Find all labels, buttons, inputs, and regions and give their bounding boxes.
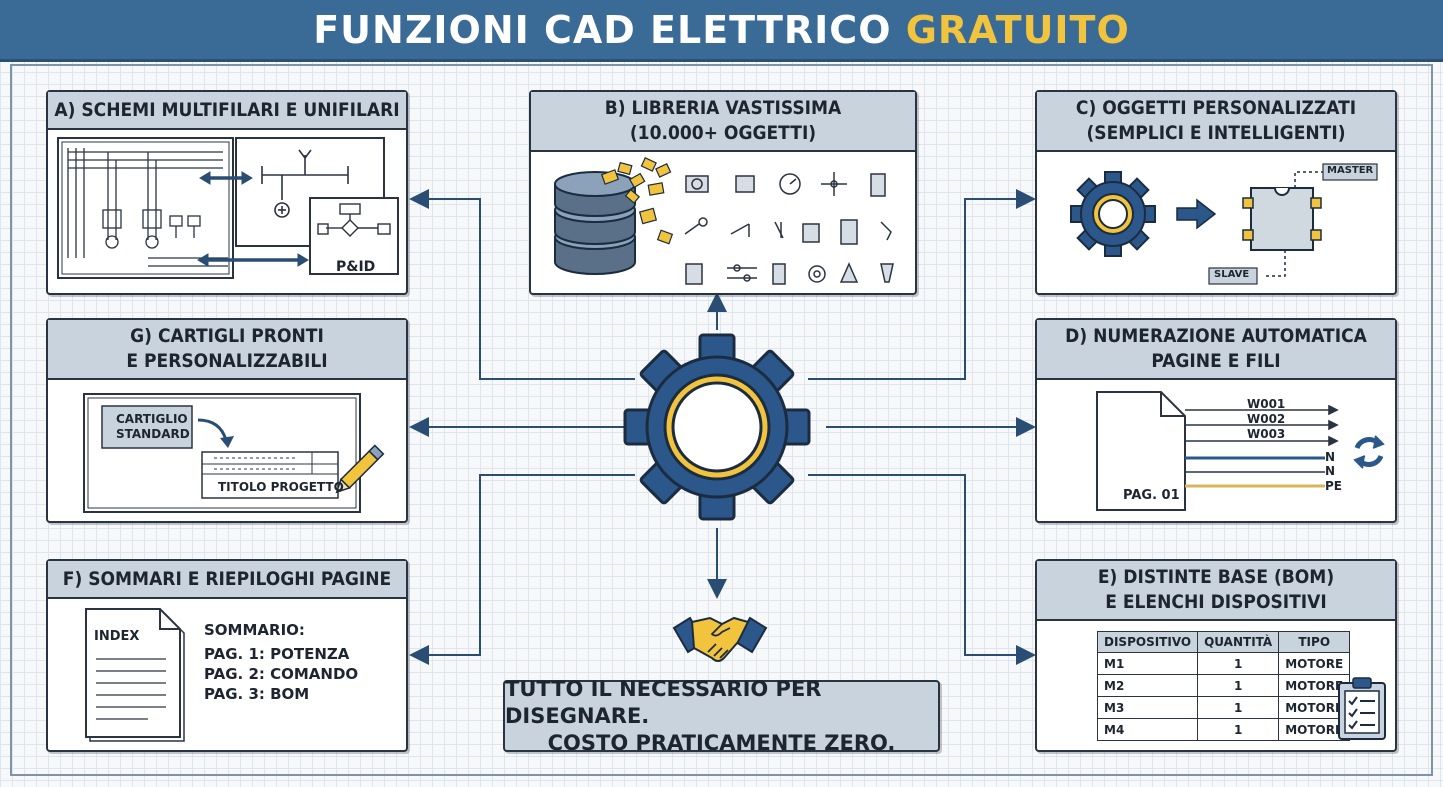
wire-label: W003: [1247, 427, 1286, 441]
table-cell: M1: [1096, 652, 1199, 675]
column-header: DISPOSITIVO: [1096, 631, 1199, 653]
slave-tag: [1208, 267, 1258, 285]
table-cell: M4: [1096, 718, 1199, 741]
table-cell: 1: [1197, 674, 1280, 697]
tagline-box: TUTTO IL NECESSARIO PER DISEGNARE. COSTO…: [503, 677, 940, 755]
column-header: QUANTITÀ: [1197, 631, 1280, 653]
wire-label: N: [1325, 450, 1336, 464]
card-title: C) OGGETTI PERSONALIZZATI (SEMPLICI E IN…: [1037, 92, 1395, 152]
card-libreria: B) LIBRERIA VASTISSIMA (10.000+ OGGETTI): [529, 90, 917, 295]
card-title: E) DISTINTE BASE (BOM) E ELENCHI DISPOSI…: [1037, 561, 1395, 621]
multiline-schematic-icon: [57, 137, 399, 279]
tagline-line-2: COSTO PRATICAMENTE ZERO.: [547, 730, 896, 755]
wire-label: W002: [1247, 412, 1286, 426]
wire-label: W001: [1247, 397, 1286, 411]
bom-table: DISPOSITIVO QUANTITÀ TIPO M1 1 MOTORE M2…: [1096, 631, 1351, 741]
cartiglio-line-1: CARTIGLIO: [116, 412, 188, 426]
table-header-row: DISPOSITIVO QUANTITÀ TIPO: [1096, 631, 1351, 653]
page-title: FUNZIONI CAD ELETTRICO GRATUITO: [313, 8, 1130, 52]
table-cell: MOTORE: [1278, 696, 1351, 719]
title-accent: GRATUITO: [905, 7, 1130, 52]
index-label: INDEX: [94, 629, 140, 644]
pencil-icon: [335, 444, 385, 494]
sommario-heading: SOMMARIO:: [204, 621, 305, 639]
card-numerazione: D) NUMERAZIONE AUTOMATICA PAGINE E FILI …: [1035, 318, 1397, 523]
cartiglio-line-2: STANDARD: [116, 427, 190, 441]
clipboard-checklist-icon: [1338, 677, 1386, 740]
table-cell: MOTORE: [1278, 652, 1351, 675]
page-number: PAG. 01: [1123, 488, 1180, 503]
gear-icon: [1070, 171, 1156, 257]
smart-object-icon: [1242, 171, 1323, 277]
card-sommari: F) SOMMARI E RIEPILOGHI PAGINE INDEX SOM…: [46, 559, 408, 752]
card-oggetti: C) OGGETTI PERSONALIZZATI (SEMPLICI E IN…: [1035, 90, 1397, 295]
wire-label: N: [1325, 464, 1336, 478]
card-distinte: E) DISTINTE BASE (BOM) E ELENCHI DISPOSI…: [1035, 559, 1397, 752]
central-gear-icon: [623, 333, 811, 521]
table-cell: MOTORE: [1278, 718, 1351, 741]
index-document-icon: [85, 608, 185, 742]
table-cell: 1: [1197, 652, 1280, 675]
card-title: F) SOMMARI E RIEPILOGHI PAGINE: [48, 561, 406, 599]
table-row: M2 1 MOTORE: [1096, 674, 1351, 697]
master-label: MASTER: [1327, 165, 1374, 176]
table-cell: M3: [1096, 696, 1199, 719]
sommario-line: PAG. 3: BOM: [204, 685, 310, 703]
component-symbols-icon: [684, 172, 894, 285]
title-banner: FUNZIONI CAD ELETTRICO GRATUITO: [0, 0, 1443, 62]
database-icon: [554, 171, 636, 275]
card-title: G) CARTIGLI PRONTI E PERSONALIZZABILI: [48, 320, 406, 380]
blueprint-frame: [10, 64, 1433, 776]
master-tag: [1322, 163, 1378, 181]
card-title: B) LIBRERIA VASTISSIMA (10.000+ OGGETTI): [531, 92, 915, 152]
table-cell: M2: [1096, 674, 1199, 697]
card-title: D) NUMERAZIONE AUTOMATICA PAGINE E FILI: [1037, 320, 1395, 380]
sommario-line: PAG. 2: COMANDO: [204, 665, 359, 683]
arrow-right-icon: [1176, 198, 1217, 230]
sommario-line: PAG. 1: POTENZA: [204, 645, 350, 663]
tagline-line-1: TUTTO IL NECESSARIO PER DISEGNARE.: [505, 676, 822, 728]
flying-symbols-icon: [600, 157, 674, 245]
refresh-icon: [1353, 435, 1385, 469]
table-row: M4 1 MOTORE: [1096, 718, 1351, 741]
wire-label: PE: [1325, 479, 1342, 493]
table-cell: 1: [1197, 696, 1280, 719]
pid-label: P&ID: [336, 259, 376, 275]
library-icons: [554, 157, 894, 285]
table-row: M3 1 MOTORE: [1096, 696, 1351, 719]
column-header: TIPO: [1278, 631, 1351, 653]
slave-label: SLAVE: [1214, 269, 1250, 280]
title-main: FUNZIONI CAD ELETTRICO: [313, 7, 892, 52]
table-cell: 1: [1197, 718, 1280, 741]
table-row: M1 1 MOTORE: [1096, 652, 1351, 675]
handshake-icon: [672, 616, 768, 662]
card-cartigli: G) CARTIGLI PRONTI E PERSONALIZZABILI CA…: [46, 318, 408, 523]
titolo-progetto: TITOLO PROGETTO: [218, 480, 344, 494]
card-title: A) SCHEMI MULTIFILARI E UNIFILARI: [48, 92, 406, 130]
card-schemi: A) SCHEMI MULTIFILARI E UNIFILARI: [46, 90, 408, 295]
